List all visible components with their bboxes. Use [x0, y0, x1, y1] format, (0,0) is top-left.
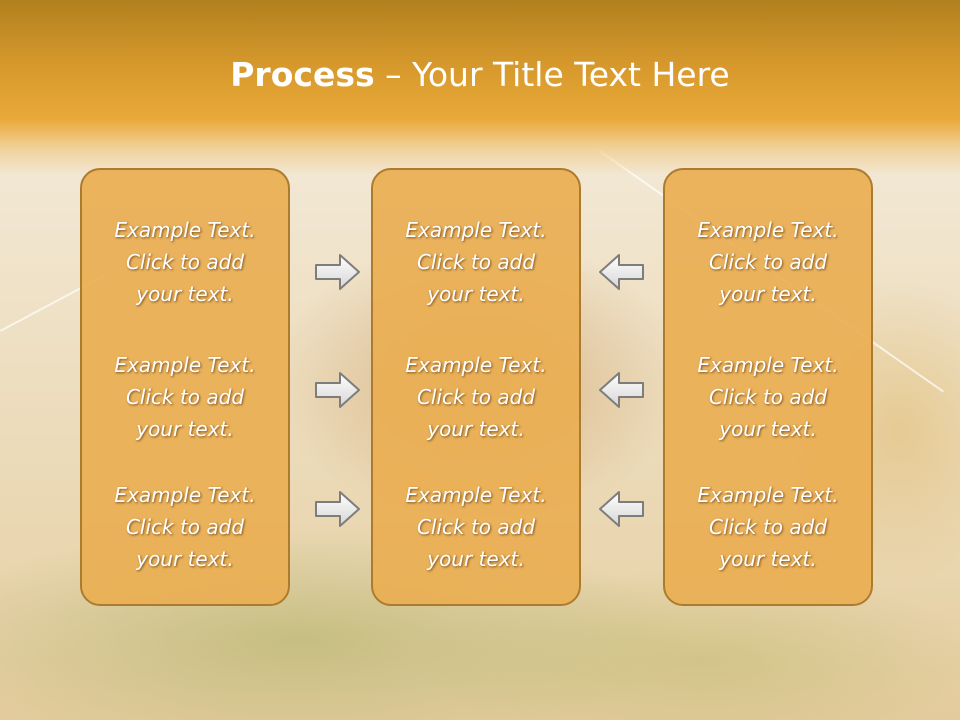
text-line: Click to add [708, 385, 828, 409]
text-block[interactable]: Example Text. Click to add your text. [373, 214, 579, 310]
slide-title[interactable]: Process – Your Title Text Here [0, 52, 960, 98]
text-block[interactable]: Example Text. Click to add your text. [373, 349, 579, 445]
text-block[interactable]: Example Text. Click to add your text. [665, 479, 871, 575]
arrow-right-icon [315, 254, 360, 290]
process-box-3[interactable]: Example Text. Click to add your text. Ex… [663, 168, 873, 606]
text-line: Click to add [416, 385, 536, 409]
text-line: Example Text. [114, 218, 256, 242]
text-line: Example Text. [405, 353, 547, 377]
text-line: your text. [719, 282, 817, 306]
text-block[interactable]: Example Text. Click to add your text. [82, 214, 288, 310]
text-line: Example Text. [405, 483, 547, 507]
text-line: Click to add [125, 385, 245, 409]
text-block[interactable]: Example Text. Click to add your text. [665, 214, 871, 310]
text-block[interactable]: Example Text. Click to add your text. [665, 349, 871, 445]
title-bold: Process [230, 55, 375, 94]
text-line: Example Text. [114, 353, 256, 377]
text-line: Click to add [708, 515, 828, 539]
text-line: your text. [136, 547, 234, 571]
arrow-right-icon [315, 491, 360, 527]
process-box-2[interactable]: Example Text. Click to add your text. Ex… [371, 168, 581, 606]
header-band [0, 0, 960, 175]
arrow-left-icon [599, 372, 644, 408]
text-line: your text. [427, 282, 525, 306]
text-line: Example Text. [405, 218, 547, 242]
text-line: Click to add [708, 250, 828, 274]
text-line: your text. [136, 282, 234, 306]
text-line: Example Text. [697, 218, 839, 242]
text-line: Click to add [416, 515, 536, 539]
text-line: Example Text. [697, 353, 839, 377]
text-line: Click to add [125, 515, 245, 539]
arrow-left-icon [599, 254, 644, 290]
text-block[interactable]: Example Text. Click to add your text. [82, 479, 288, 575]
text-line: Click to add [125, 250, 245, 274]
text-line: your text. [427, 417, 525, 441]
text-block[interactable]: Example Text. Click to add your text. [373, 479, 579, 575]
text-line: Example Text. [697, 483, 839, 507]
arrow-left-icon [599, 491, 644, 527]
text-line: Click to add [416, 250, 536, 274]
title-rest: – Your Title Text Here [374, 55, 730, 94]
text-line: your text. [719, 547, 817, 571]
text-line: your text. [136, 417, 234, 441]
text-block[interactable]: Example Text. Click to add your text. [82, 349, 288, 445]
text-line: your text. [427, 547, 525, 571]
arrow-right-icon [315, 372, 360, 408]
process-box-1[interactable]: Example Text. Click to add your text. Ex… [80, 168, 290, 606]
text-line: Example Text. [114, 483, 256, 507]
text-line: your text. [719, 417, 817, 441]
